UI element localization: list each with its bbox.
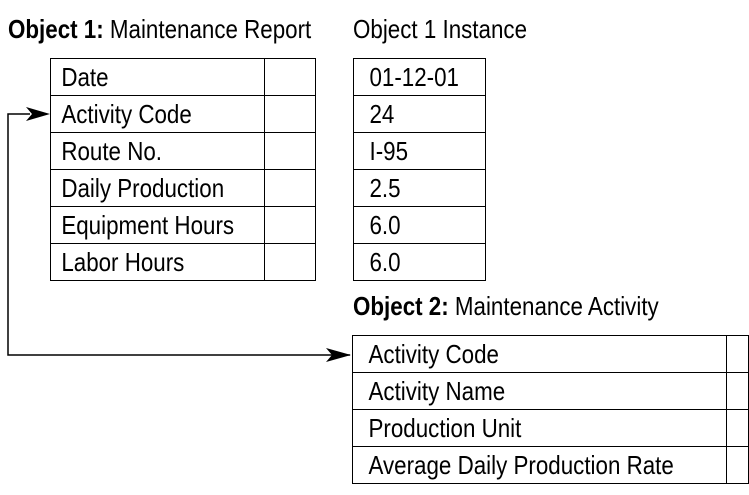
instance-row: I-95 xyxy=(353,132,486,170)
object1-field: Activity Code xyxy=(61,99,192,129)
object2-row: Average Daily Production Rate xyxy=(351,446,749,484)
object1-empty-cell xyxy=(263,243,316,281)
object1-field: Daily Production xyxy=(61,173,225,203)
object2-title-label: Object 2: xyxy=(353,291,449,321)
object2-row: Activity Code xyxy=(351,335,749,373)
object2-field: Average Daily Production Rate xyxy=(368,450,674,480)
arrowhead-to-object1 xyxy=(26,107,50,121)
instance-row: 24 xyxy=(353,95,486,133)
instance-value: 01-12-01 xyxy=(369,62,459,92)
instance-value: I-95 xyxy=(369,136,409,166)
object2-table: Activity Code Activity Name Production U… xyxy=(351,335,749,484)
object1-table: Date Activity Code Route No. Daily Produ… xyxy=(50,58,316,281)
object1-field: Route No. xyxy=(61,136,163,166)
instance-value: 24 xyxy=(369,99,395,129)
object2-empty-cell xyxy=(726,446,749,484)
object1-row: Labor Hours xyxy=(50,243,316,281)
object2-row: Production Unit xyxy=(351,409,749,447)
object1-field: Labor Hours xyxy=(61,247,185,277)
object2-row: Activity Name xyxy=(351,372,749,410)
object1-empty-cell xyxy=(263,206,316,244)
instance-row: 6.0 xyxy=(353,206,486,244)
object2-field: Activity Name xyxy=(368,376,506,406)
object1-row: Route No. xyxy=(50,132,316,170)
instance-row: 6.0 xyxy=(353,243,486,281)
object1-title: Object 1: Maintenance Report xyxy=(8,14,311,44)
instance-value: 2.5 xyxy=(369,173,401,203)
link-line xyxy=(7,113,350,356)
instance-row: 2.5 xyxy=(353,169,486,207)
object2-title-name: Maintenance Activity xyxy=(454,291,659,321)
object1-field: Equipment Hours xyxy=(61,210,235,240)
instance-value: 6.0 xyxy=(369,210,401,240)
instance-title: Object 1 Instance xyxy=(353,14,528,44)
object1-field: Date xyxy=(61,62,109,92)
object1-empty-cell xyxy=(263,58,316,96)
instance-value: 6.0 xyxy=(369,247,401,277)
object1-row: Activity Code xyxy=(50,95,316,133)
object1-title-label: Object 1: xyxy=(8,14,104,44)
object1-row: Equipment Hours xyxy=(50,206,316,244)
object1-row: Date xyxy=(50,58,316,96)
object2-title: Object 2: Maintenance Activity xyxy=(353,291,659,321)
instance-table: 01-12-01 24 I-95 2.5 6.0 6.0 xyxy=(353,58,486,281)
object1-empty-cell xyxy=(263,132,316,170)
instance-row: 01-12-01 xyxy=(353,58,486,96)
object1-title-name: Maintenance Report xyxy=(109,14,312,44)
object2-field: Activity Code xyxy=(368,339,499,369)
arrowhead-to-object2 xyxy=(326,348,351,362)
object2-field: Production Unit xyxy=(368,413,522,443)
